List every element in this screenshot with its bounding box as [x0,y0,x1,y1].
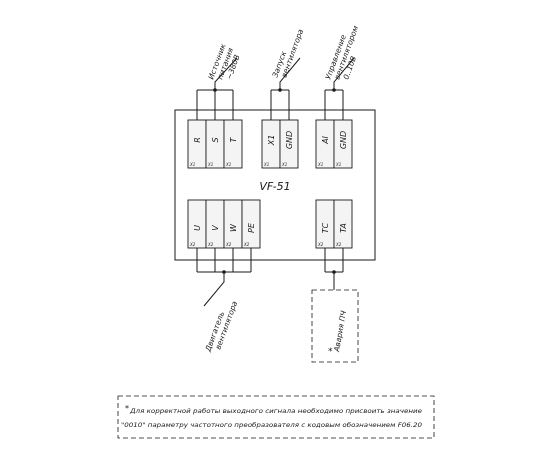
terminal-w [223,199,243,249]
junction-dot [222,270,226,274]
terminal-label-w: W [229,223,238,232]
terminal-label-tc: TC [321,222,330,233]
junction-dot [332,270,336,274]
power-terminal-block: R S T X1 X1 X1 Источник питания ~380В [187,42,243,169]
terminal-mark: X2 [207,242,214,247]
terminal-mark: X1 [317,162,323,167]
terminal-label-s: S [211,137,220,142]
terminal-label-ai: AI [321,135,330,144]
terminal-mark: X1 [263,162,269,167]
note-line-1: Для корректной работы выходного сигнала … [129,407,422,415]
terminal-label-pe: PE [247,222,256,233]
power-lead [214,57,238,90]
terminal-label-ta: TA [339,223,348,233]
terminal-mark: X2 [225,242,232,247]
terminal-mark: X1 [225,162,231,167]
alarm-terminal-block: TC TA X2 X2 [315,199,353,290]
terminal-label-gnd-2: GND [339,131,348,149]
terminal-label-gnd: GND [285,131,294,149]
start-lead [279,57,301,90]
motor-terminal-block: U V W PE X2 X2 X2 X2 Двигатель вентилято… [187,199,261,354]
note-mark: * [125,404,129,413]
terminal-mark: X2 [243,242,250,247]
alarm-box-mark: * [328,347,333,357]
junction-dot [278,88,282,92]
terminal-label-t: T [229,136,238,142]
control-terminal-block: AI GND X1 X1 Управление вентилятором 0..… [315,24,360,169]
alarm-box-label: Авария ПЧ [332,310,348,353]
terminal-mark: X1 [189,162,195,167]
terminal-label-u: U [193,225,202,231]
terminal-mark: X1 [335,162,341,167]
terminal-r [187,119,207,169]
terminal-mark: X2 [317,242,324,247]
junction-dot [213,88,217,92]
terminal-label-v: V [211,225,220,231]
converter-title: VF-51 [259,180,290,193]
converter-body [174,109,376,261]
terminal-u [187,199,207,249]
terminal-mark: X2 [189,242,196,247]
terminal-v [205,199,225,249]
terminal-mark: X2 [335,242,342,247]
alarm-box [311,289,359,363]
control-lead [333,57,355,90]
terminal-mark: X1 [207,162,213,167]
terminal-t [223,119,243,169]
junction-dot [332,88,336,92]
terminal-mark: X1 [281,162,287,167]
terminal-label-r: R [193,137,202,143]
start-terminal-block: X1 GND X1 X1 Запуск вентилятора [261,27,305,169]
note-line-2: "0010" параметру частотного преобразоват… [121,421,422,429]
note-frame [117,395,435,439]
terminal-label-x1: X1 [267,135,276,147]
motor-lead [203,272,225,307]
terminal-s [205,119,225,169]
